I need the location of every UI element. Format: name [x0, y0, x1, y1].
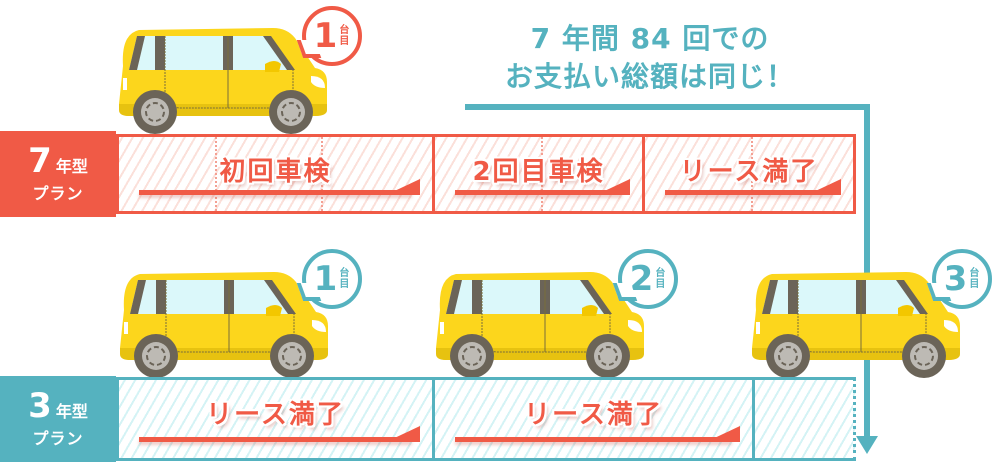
headline: 7 年間 84 回での お支払い総額は同じ！	[470, 20, 830, 96]
plan-label-3-year: 3 年型 プラン	[0, 376, 116, 462]
headline-line-1: 7 年間 84 回での	[530, 22, 770, 55]
timeline-bar-3-year: リース満了 リース満了	[116, 377, 856, 461]
divider-dotted	[321, 137, 323, 211]
bracket-vertical-line	[864, 104, 870, 439]
badge-unit: 台目	[655, 268, 666, 290]
badge-unit: 台目	[339, 25, 350, 47]
arrow-down-icon	[856, 436, 878, 454]
timeline-segment-partial	[752, 377, 856, 461]
badge-unit: 台目	[339, 268, 350, 290]
badge-number: 1	[313, 259, 338, 299]
plan-word: プラン	[32, 184, 84, 203]
segment-label: リース満了	[524, 400, 663, 430]
car-badge-2: 2 台目	[612, 249, 678, 309]
arrow-right-icon	[139, 426, 420, 442]
badge-number: 2	[629, 259, 654, 299]
car-badge-1: 1 台目	[296, 6, 362, 66]
badge-number: 1	[313, 16, 338, 56]
segment-label: 初回車検	[219, 157, 332, 187]
timeline-segment: 2回目車検	[432, 134, 642, 214]
badge-number: 3	[943, 259, 968, 299]
timeline-segment: リース満了	[432, 377, 752, 461]
bracket-horizontal-line	[465, 104, 870, 110]
arrow-right-icon	[139, 179, 420, 195]
divider-dotted	[541, 137, 543, 211]
badge-unit: 台目	[969, 268, 980, 290]
divider-dotted	[751, 137, 753, 211]
segment-label: リース満了	[206, 400, 345, 430]
timeline-segment: リース満了	[116, 377, 432, 461]
plan-type: 年型	[55, 157, 88, 176]
plan-years: 7	[28, 141, 52, 181]
divider-dotted	[215, 137, 217, 211]
headline-line-2: お支払い総額は同じ！	[504, 60, 795, 93]
plan-word: プラン	[32, 429, 84, 448]
car-badge-1: 1 台目	[296, 249, 362, 309]
arrow-right-icon	[455, 426, 740, 442]
timeline-bar-7-year: 初回車検 2回目車検 リース満了	[116, 134, 856, 214]
arrow-right-icon	[665, 179, 841, 195]
segment-label: リース満了	[679, 157, 819, 187]
timeline-segment: リース満了	[642, 134, 856, 214]
arrow-right-icon	[455, 179, 630, 195]
plan-label-7-year: 7 年型 プラン	[0, 131, 116, 217]
segment-label: 2回目車検	[472, 157, 605, 187]
timeline-segment: 初回車検	[116, 134, 432, 214]
plan-type: 年型	[55, 402, 88, 421]
plan-years: 3	[28, 386, 52, 426]
car-badge-3: 3 台目	[926, 249, 992, 309]
